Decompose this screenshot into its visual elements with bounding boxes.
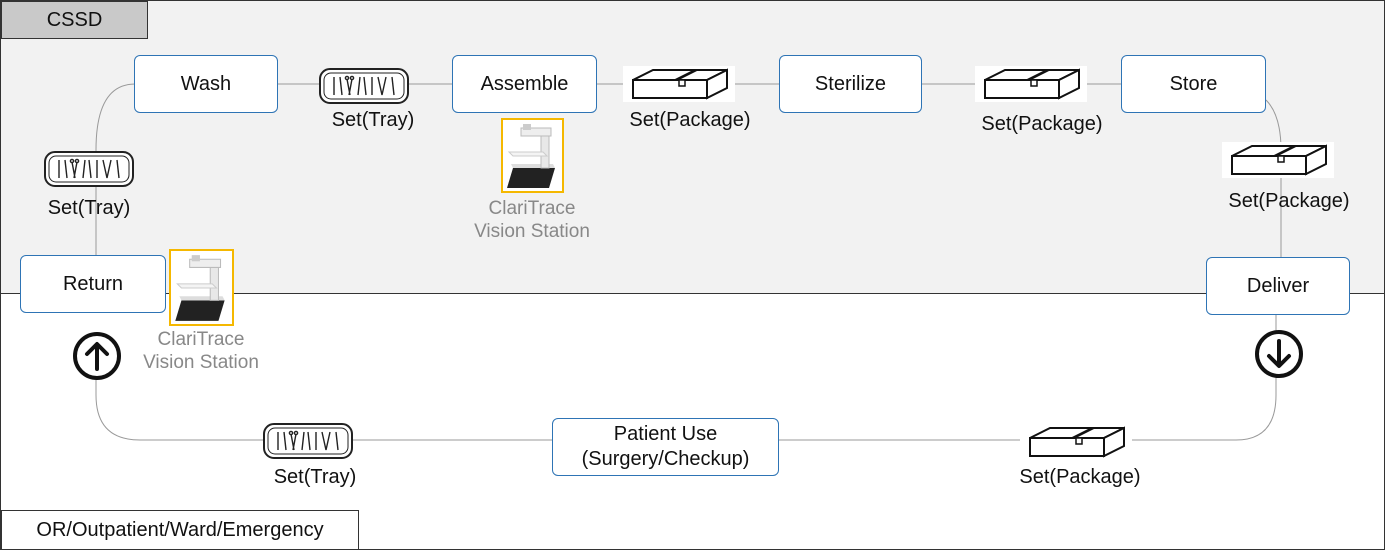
step-assemble: Assemble — [452, 55, 597, 113]
step-deliver: Deliver — [1206, 257, 1350, 315]
connector-deliver-patient — [779, 315, 1277, 441]
down-arrow-circle-icon — [1255, 330, 1303, 378]
package-box-icon — [1222, 142, 1334, 178]
or-zone-label: OR/Outpatient/Ward/Emergency — [1, 510, 359, 550]
step-sterilize: Sterilize — [779, 55, 922, 113]
station-label-line2: Vision Station — [143, 351, 259, 373]
package-box-icon — [623, 66, 735, 102]
station-label: ClariTrace Vision Station — [474, 198, 590, 244]
connector-return-wash — [95, 83, 136, 255]
connector-patient-return — [95, 375, 552, 441]
station-label-line1: ClariTrace — [488, 198, 576, 219]
item-label-package: Set(Package) — [629, 109, 751, 131]
package-box-icon — [1020, 424, 1132, 460]
item-label-package: Set(Package) — [1228, 190, 1350, 212]
cssd-zone-label: CSSD — [1, 1, 148, 39]
step-patient-use: Patient Use (Surgery/Checkup) — [552, 418, 779, 476]
connector-store-deliver — [1265, 99, 1282, 257]
instrument-tray-icon — [44, 151, 134, 187]
item-label-tray: Set(Tray) — [331, 109, 415, 131]
vision-station-icon — [169, 249, 234, 326]
step-wash: Wash — [134, 55, 278, 113]
station-label-line2: Vision Station — [474, 220, 590, 242]
instrument-tray-icon — [263, 423, 353, 459]
up-arrow-circle-icon — [73, 332, 121, 380]
item-label-package: Set(Package) — [1019, 466, 1141, 488]
station-label: ClariTrace Vision Station — [143, 329, 259, 375]
item-label-tray: Set(Tray) — [47, 197, 131, 219]
instrument-tray-icon — [319, 68, 409, 104]
station-label-line1: ClariTrace — [157, 329, 245, 350]
item-label-package: Set(Package) — [981, 113, 1103, 135]
step-return: Return — [20, 255, 166, 313]
step-store: Store — [1121, 55, 1266, 113]
cssd-zone — [0, 0, 1385, 294]
package-box-icon — [975, 66, 1087, 102]
vision-station-icon — [501, 118, 564, 193]
item-label-tray: Set(Tray) — [273, 466, 357, 488]
